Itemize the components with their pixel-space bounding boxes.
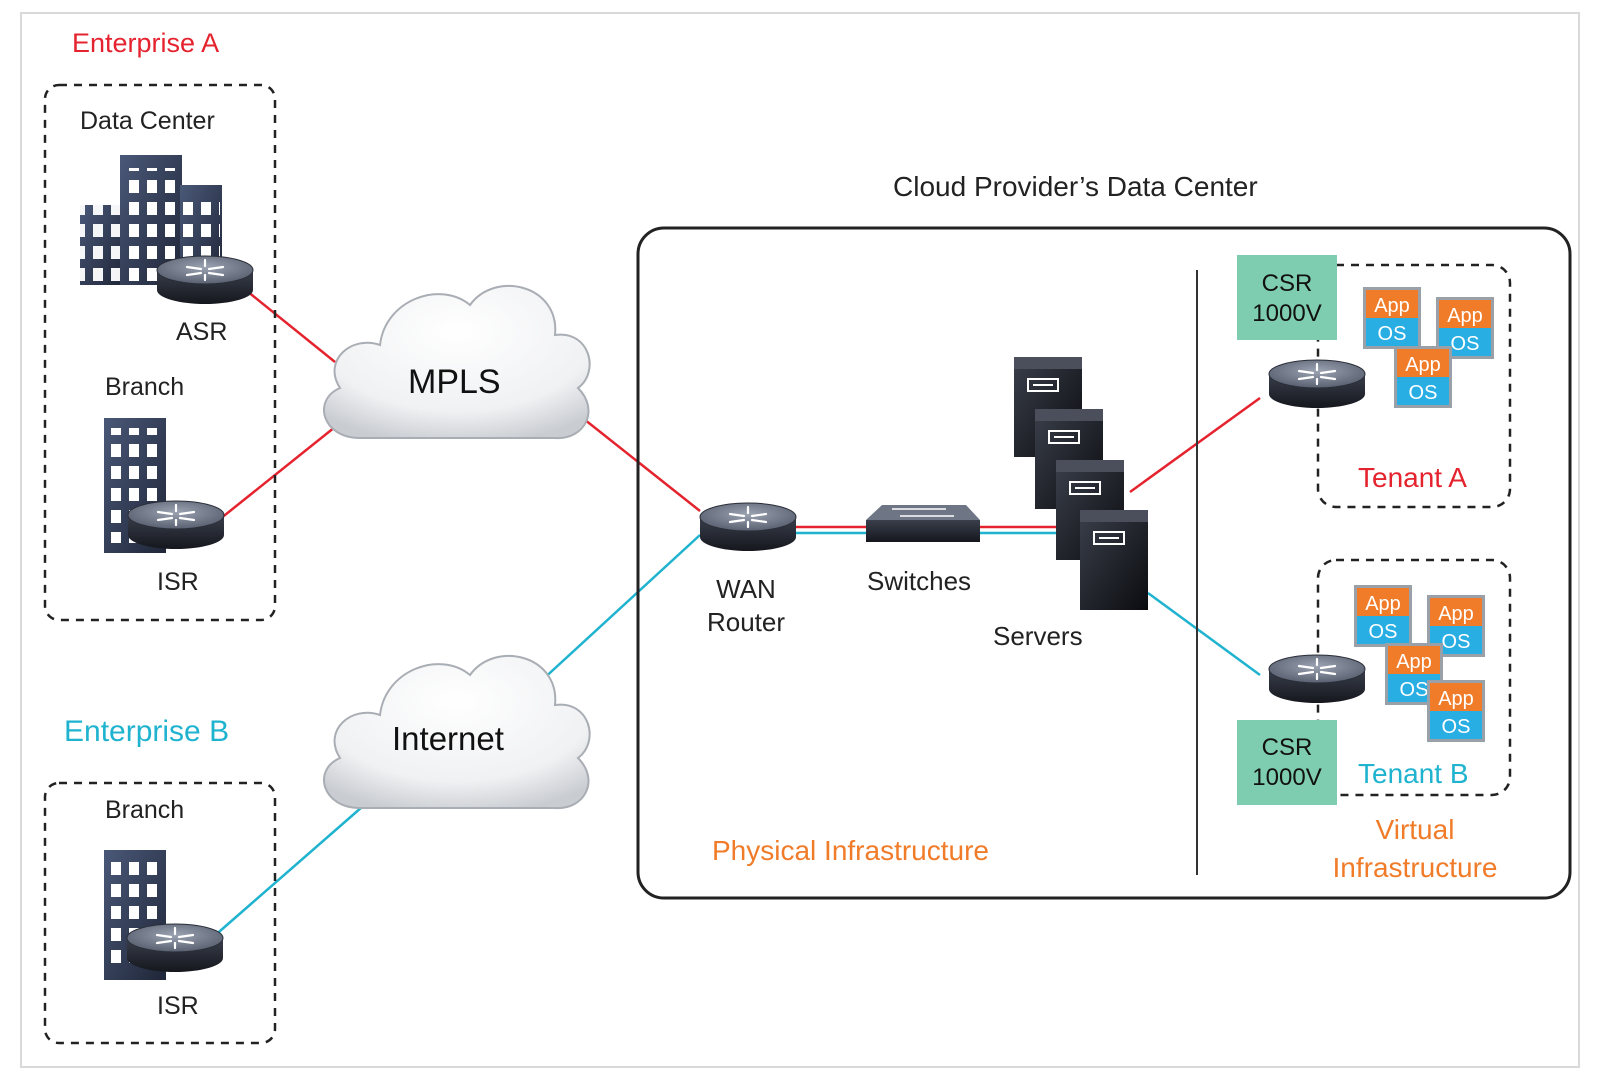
asr-router-icon bbox=[155, 254, 255, 306]
svg-text:OS: OS bbox=[1369, 621, 1398, 643]
tenant-b-csr-line2: 1000V bbox=[1252, 764, 1321, 791]
tenant-a-csr-box bbox=[1237, 255, 1337, 340]
link-mpls-wan bbox=[569, 407, 701, 512]
virtual-infrastructure-line2: Infrastructure bbox=[1333, 852, 1498, 883]
tenant-a-csr-line1: CSR bbox=[1262, 270, 1313, 297]
tenant-b-vm-1: App OS bbox=[1354, 585, 1412, 647]
branch-a-label: Branch bbox=[105, 373, 184, 401]
svg-text:App: App bbox=[1438, 688, 1474, 710]
mpls-cloud-icon bbox=[323, 284, 591, 440]
link-asr-mpls bbox=[241, 286, 336, 363]
tenant-b-csr-box bbox=[1237, 720, 1337, 805]
provider-boundary bbox=[636, 226, 1572, 900]
internet-label: Internet bbox=[392, 720, 504, 757]
branch-b-label: Branch bbox=[105, 796, 184, 824]
link-server-tenant-b bbox=[1147, 591, 1261, 677]
svg-text:OS: OS bbox=[1400, 679, 1429, 701]
enterprise-b-title: Enterprise B bbox=[64, 715, 229, 748]
tenant-a-router-icon bbox=[1267, 358, 1367, 410]
svg-text:App: App bbox=[1374, 295, 1410, 317]
tenant-a-label: Tenant A bbox=[1358, 462, 1467, 493]
svg-text:App: App bbox=[1396, 651, 1432, 673]
link-internet-wan bbox=[539, 534, 701, 683]
svg-text:OS: OS bbox=[1442, 631, 1471, 653]
server-stack-icon bbox=[1013, 356, 1149, 611]
wan-router-label-line2: Router bbox=[707, 607, 785, 637]
data-center-label: Data Center bbox=[80, 107, 215, 135]
isr-a-router-icon bbox=[126, 499, 226, 551]
wan-router-label-line1: WAN bbox=[716, 574, 776, 604]
tenant-a-vm-1: App OS bbox=[1363, 287, 1421, 349]
isr-b-label: ISR bbox=[157, 992, 199, 1020]
provider-title: Cloud Provider’s Data Center bbox=[893, 171, 1258, 202]
isr-a-label: ISR bbox=[157, 568, 199, 596]
switch-icon bbox=[866, 505, 980, 542]
svg-text:OS: OS bbox=[1442, 716, 1471, 738]
tenant-b-csr-line1: CSR bbox=[1262, 734, 1313, 761]
tenant-a-vm-icons: App OS App OS App OS bbox=[1363, 287, 1494, 408]
tenant-a-csr-line2: 1000V bbox=[1252, 300, 1321, 327]
mpls-label: MPLS bbox=[408, 363, 501, 401]
tenant-b-vm-icons: App OS App OS App OS App OS bbox=[1354, 585, 1485, 742]
svg-text:OS: OS bbox=[1451, 333, 1480, 355]
figure-frame bbox=[20, 12, 1580, 1068]
internet-cloud-icon bbox=[323, 654, 591, 810]
virtual-infrastructure-line1: Virtual bbox=[1376, 814, 1455, 845]
enterprise-a-title: Enterprise A bbox=[72, 28, 219, 58]
servers-label: Servers bbox=[993, 621, 1083, 651]
asr-label: ASR bbox=[176, 318, 227, 346]
tenant-b-label: Tenant B bbox=[1358, 758, 1469, 789]
svg-text:App: App bbox=[1438, 603, 1474, 625]
svg-text:App: App bbox=[1447, 305, 1483, 327]
connection-lines bbox=[211, 286, 1261, 939]
link-server-tenant-a bbox=[1129, 396, 1261, 494]
switches-label: Switches bbox=[867, 566, 971, 596]
link-entb-isr-internet bbox=[211, 799, 371, 939]
enterprise-b-boundary bbox=[43, 781, 277, 1045]
tenant-b-router-icon bbox=[1267, 653, 1367, 705]
svg-text:App: App bbox=[1405, 354, 1441, 376]
svg-text:OS: OS bbox=[1409, 382, 1438, 404]
enterprise-a-boundary bbox=[43, 83, 277, 622]
tenant-b-vm-4: App OS bbox=[1427, 680, 1485, 742]
wan-router-icon bbox=[698, 501, 798, 553]
svg-text:App: App bbox=[1365, 593, 1401, 615]
svg-text:OS: OS bbox=[1378, 323, 1407, 345]
tenant-a-vm-3: App OS bbox=[1394, 346, 1452, 408]
isr-b-router-icon bbox=[125, 922, 225, 974]
physical-infrastructure-label: Physical Infrastructure bbox=[712, 835, 989, 866]
link-isr-mpls bbox=[214, 422, 341, 524]
